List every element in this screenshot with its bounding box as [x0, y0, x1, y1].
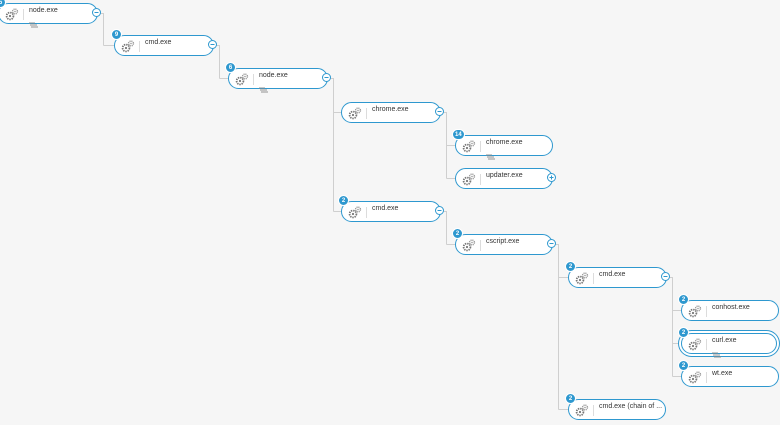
connector-line [443, 112, 455, 179]
process-name: chrome.exe [486, 139, 523, 146]
process-node[interactable]: conhost.exe 2 [678, 294, 779, 321]
gears-icon [688, 304, 702, 318]
process-name: cmd.exe [145, 39, 172, 46]
process-node[interactable]: cscript.exe 2 [452, 228, 556, 255]
process-node[interactable]: curl.exe 2 [678, 327, 777, 358]
lines-icon [486, 147, 495, 160]
process-node[interactable]: cmd.exe 9 [111, 29, 217, 56]
process-name: conhost.exe [712, 304, 750, 311]
process-name: cscript.exe [486, 238, 520, 245]
collapse-icon[interactable] [661, 272, 670, 281]
count-badge: 2 [678, 327, 689, 338]
collapse-icon[interactable] [208, 40, 217, 49]
process-name: cmd.exe (chain of ... [599, 403, 663, 410]
collapse-icon[interactable] [322, 73, 331, 82]
connector-line [443, 211, 455, 245]
divider [706, 339, 707, 350]
divider [480, 240, 481, 251]
process-node[interactable]: wt.exe 2 [678, 360, 779, 387]
process-name: cmd.exe [372, 205, 399, 212]
connector-line [216, 45, 228, 79]
lines-icon [29, 15, 38, 28]
process-name: updater.exe [486, 172, 523, 179]
process-name: chrome.exe [372, 106, 409, 113]
process-name: curl.exe [712, 337, 737, 344]
connector-line [669, 277, 681, 377]
lines-icon [712, 345, 721, 358]
gears-icon [348, 106, 362, 120]
divider [706, 372, 707, 383]
process-name: node.exe [259, 72, 288, 79]
count-badge: 2 [338, 195, 349, 206]
divider [593, 405, 594, 416]
process-name: node.exe [29, 7, 58, 14]
count-badge: 2 [678, 360, 689, 371]
process-node[interactable]: cmd.exe (chain of ... 2 [565, 393, 666, 420]
collapse-icon[interactable] [547, 239, 556, 248]
gears-icon [348, 205, 362, 219]
expand-icon[interactable] [547, 173, 556, 182]
gears-icon [688, 337, 702, 351]
collapse-icon[interactable] [435, 206, 444, 215]
gears-icon [121, 39, 135, 53]
process-node[interactable]: updater.exe [455, 168, 556, 189]
count-badge: 6 [225, 62, 236, 73]
gears-icon [5, 7, 19, 21]
process-node[interactable]: chrome.exe [341, 102, 444, 123]
lines-icon [259, 80, 268, 93]
gears-icon [462, 139, 476, 153]
divider [480, 174, 481, 185]
count-badge: 14 [452, 129, 465, 140]
process-name: wt.exe [712, 370, 733, 377]
divider [706, 306, 707, 317]
count-badge: 2 [565, 261, 576, 272]
gears-icon [462, 238, 476, 252]
collapse-icon[interactable] [435, 107, 444, 116]
process-node[interactable]: cmd.exe 2 [565, 261, 670, 288]
connector-line [100, 13, 114, 46]
divider [366, 108, 367, 119]
collapse-icon[interactable] [92, 8, 101, 17]
process-node[interactable]: chrome.exe 14 [452, 129, 553, 160]
divider [593, 273, 594, 284]
count-badge: 2 [565, 393, 576, 404]
connector-line [555, 244, 568, 410]
count-badge: 9 [111, 29, 122, 40]
gears-icon [462, 172, 476, 186]
connector-line [330, 78, 341, 212]
gears-icon [688, 370, 702, 384]
process-node[interactable]: node.exe 6 [225, 62, 331, 93]
divider [480, 141, 481, 152]
count-badge: 2 [678, 294, 689, 305]
process-node[interactable]: cmd.exe 2 [338, 195, 444, 222]
gears-icon [575, 271, 589, 285]
count-badge: 2 [452, 228, 463, 239]
divider [253, 74, 254, 85]
divider [23, 9, 24, 20]
divider [139, 41, 140, 52]
gears-icon [235, 72, 249, 86]
process-name: cmd.exe [599, 271, 626, 278]
divider [366, 207, 367, 218]
gears-icon [575, 403, 589, 417]
